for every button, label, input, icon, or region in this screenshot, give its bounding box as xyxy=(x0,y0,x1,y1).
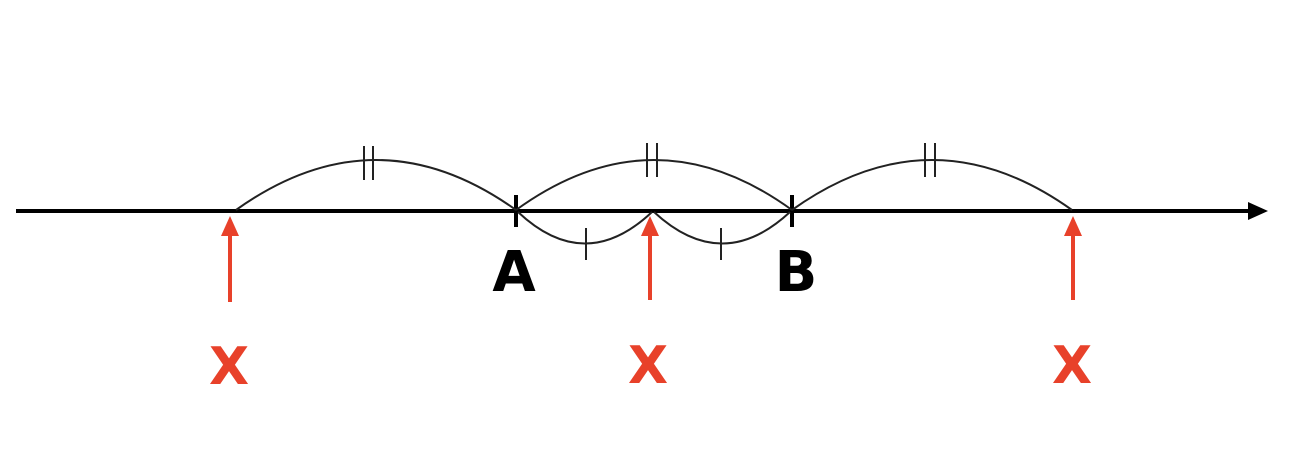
upper-arc-middle xyxy=(515,159,793,211)
marker-label-left: X xyxy=(209,337,249,397)
double-tick-left xyxy=(363,146,374,180)
point-a-label: A xyxy=(492,240,536,305)
arrow-middle xyxy=(641,216,659,300)
double-tick-middle xyxy=(646,143,658,177)
upper-arc-left xyxy=(235,159,517,211)
arrow-left xyxy=(221,216,239,302)
axis-arrowhead xyxy=(1248,202,1268,220)
point-b-label: B xyxy=(775,240,818,305)
marker-label-right: X xyxy=(1052,336,1092,396)
double-tick-right xyxy=(924,143,936,177)
upper-arc-right xyxy=(791,159,1073,211)
marker-label-middle: X xyxy=(628,336,668,396)
arrow-right xyxy=(1064,216,1082,300)
